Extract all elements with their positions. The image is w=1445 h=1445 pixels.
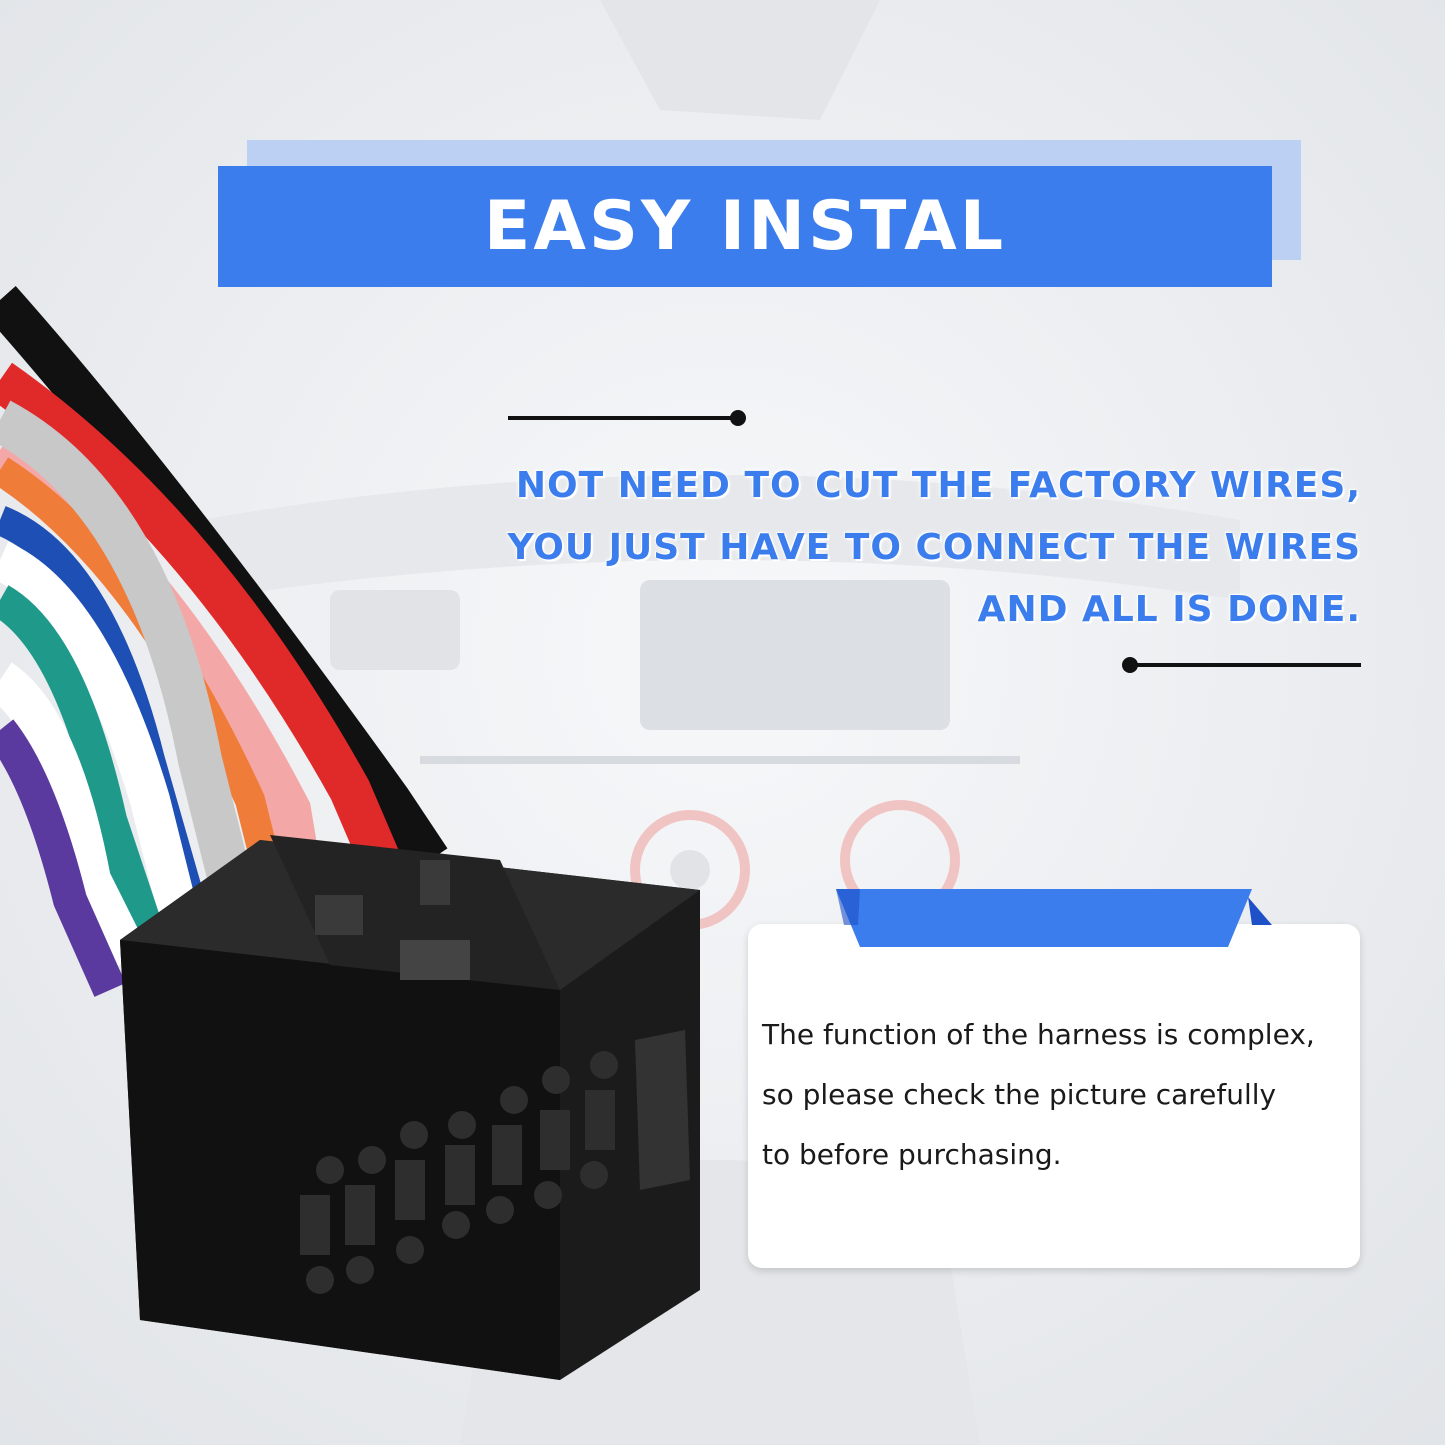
ribbon-decoration bbox=[836, 889, 1272, 947]
wire-harness-connector-icon bbox=[0, 286, 700, 1380]
banner-title: EASY INSTAL bbox=[483, 187, 1007, 266]
note-text: The function of the harness is complex, … bbox=[762, 1005, 1362, 1185]
divider-dot bbox=[1122, 657, 1138, 673]
headline-line-3: AND ALL IS DONE. bbox=[977, 589, 1361, 630]
note-line-2: so please check the picture carefully bbox=[762, 1078, 1277, 1111]
divider-bottom bbox=[1122, 657, 1361, 673]
note-line-3: to before purchasing. bbox=[762, 1138, 1062, 1171]
title-banner: EASY INSTAL bbox=[218, 166, 1272, 287]
note-card bbox=[748, 924, 1360, 1268]
note-line-1: The function of the harness is complex, bbox=[762, 1018, 1315, 1051]
headline-line-2: YOU JUST HAVE TO CONNECT THE WIRES bbox=[507, 527, 1361, 568]
headline: NOT NEED TO CUT THE FACTORY WIRES, YOU J… bbox=[461, 455, 1361, 641]
headline-line-1: NOT NEED TO CUT THE FACTORY WIRES, bbox=[515, 465, 1361, 506]
divider-dot bbox=[730, 410, 746, 426]
divider-top bbox=[508, 410, 746, 426]
